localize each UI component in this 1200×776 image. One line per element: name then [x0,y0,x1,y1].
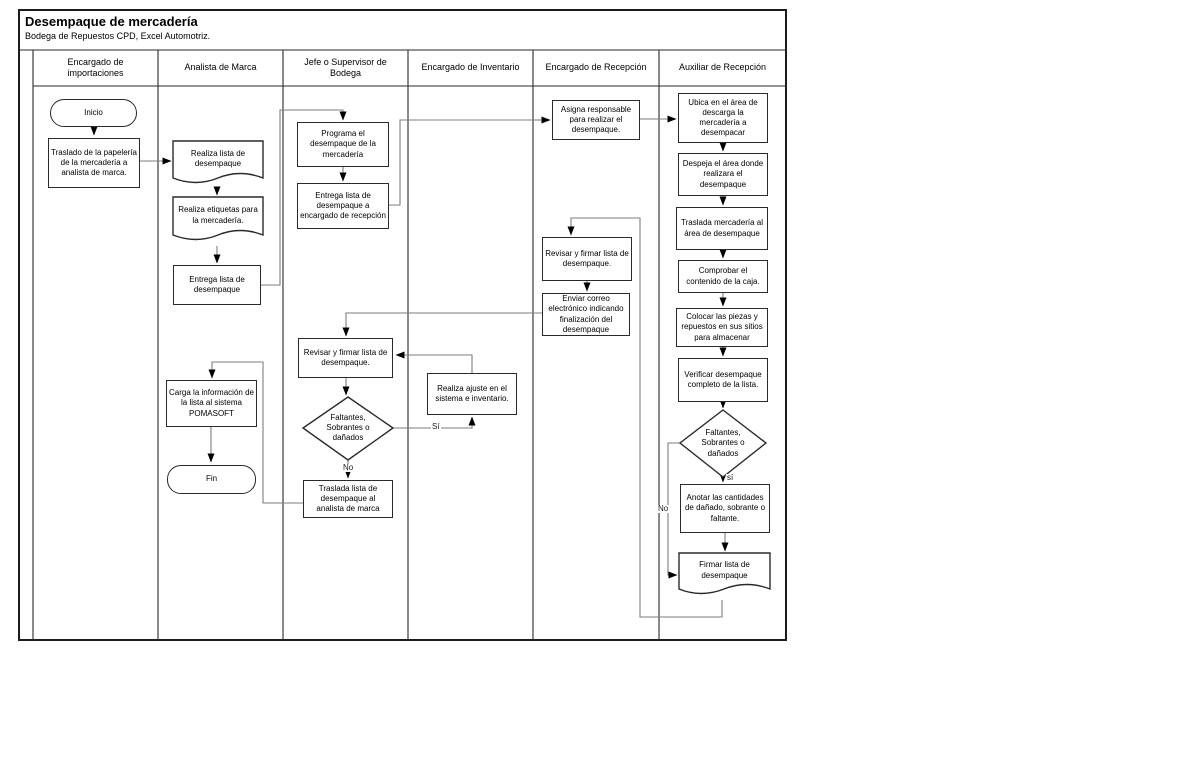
lane-header-encargado-inventario: Encargado de Inventario [421,62,520,73]
node-realiza-ajuste: Realiza ajuste en el sistema e inventari… [427,373,517,415]
edge-label-si-auxiliar: sí [726,473,735,482]
node-ubica-area-descarga: Ubica en el área de descarga la mercader… [678,93,768,143]
diagram-title: Desempaque de mercadería [25,14,198,29]
node-entrega-lista: Entrega lista de desempaque [173,265,261,305]
node-verificar-desempaque: Verificar desempaque completo de la list… [678,358,768,402]
node-colocar-piezas: Colocar las piezas y repuestos en sus si… [676,308,768,347]
diagram-subtitle: Bodega de Repuestos CPD, Excel Automotri… [25,31,211,41]
edge-label-no-jefe: No [342,463,355,472]
swimlane-grid [18,9,787,641]
node-revisar-firmar-recepcion: Revisar y firmar lista de desempaque. [542,237,632,281]
decision-diamond-auxiliar [678,409,768,478]
lane-header-jefe-supervisor-bodega: Jefe o Supervisor de Bodega [304,56,387,78]
node-enviar-correo: Enviar correo electrónico indicando fina… [542,293,630,336]
node-fin-terminator: Fin [167,465,256,494]
document-shape-firmar-lista [678,552,771,595]
node-anotar-cantidades: Anotar las cantidades de dañado, sobrant… [680,484,770,533]
node-traslada-mercaderia: Traslada mercadería al área de desempaqu… [676,207,768,250]
lane-header-encargado-recepcion: Encargado de Recepción [545,62,647,73]
edge-label-no-auxiliar: No [657,504,670,513]
decision-diamond-jefe [301,396,395,461]
node-realiza-etiquetas-document: Realiza etiquetas para la mercadería. [178,205,258,225]
node-comprobar-contenido: Comprobar el contenido de la caja. [678,260,768,293]
lane-header-encargado-importaciones: Encargado de importaciones [67,56,124,78]
lane-header-auxiliar-recepcion: Auxiliar de Recepción [678,62,767,73]
node-traslada-lista-analista: Traslada lista de desempaque al analista… [303,480,393,518]
node-carga-informacion-pomasoft: Carga la información de la lista al sist… [166,380,257,427]
flow-connectors [90,109,729,618]
node-decision-jefe-label: Faltantes, Sobrantes o dañados [326,412,370,443]
node-firmar-lista-document: Firmar lista de desempaque [699,560,750,580]
node-revisar-firmar-jefe: Revisar y firmar lista de desempaque. [298,338,393,378]
shape-outlines [172,140,771,595]
node-inicio-terminator: Inicio [50,99,137,127]
node-asigna-responsable: Asigna responsable para realizar el dese… [552,100,640,140]
document-shape-realiza-lista [172,140,264,184]
node-programa-desempaque: Programa el desempaque de la mercadería [297,122,389,167]
node-entrega-lista-encargado: Entrega lista de desempaque a encargado … [297,183,389,229]
lane-header-analista-de-marca: Analista de Marca [184,62,257,73]
node-realiza-lista-document: Realiza lista de desempaque [190,148,246,168]
edge-label-si-jefe: Sí [431,422,441,431]
node-decision-auxiliar-label: Faltantes, Sobrantes o dañados [701,428,745,458]
node-traslado-papeleria: Traslado de la papelería de la mercaderí… [48,138,140,188]
node-despeja-area: Despeja el área donde realizara el desem… [678,153,768,196]
document-shape-realiza-etiquetas [172,196,264,241]
